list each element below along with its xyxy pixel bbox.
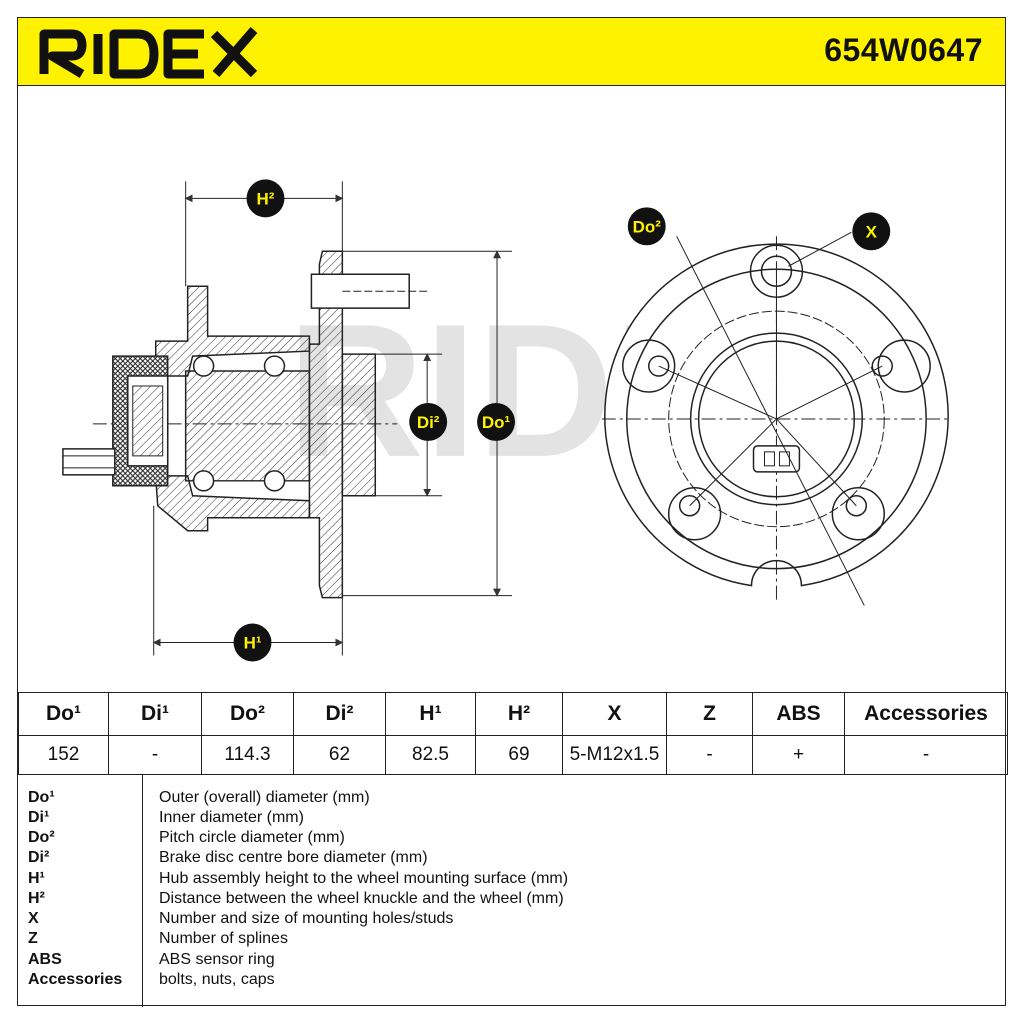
legend-key: ABS <box>28 951 62 968</box>
legend-desc: Number and size of mounting holes/studs <box>159 910 454 927</box>
table-cell: 69 <box>475 735 563 775</box>
spec-table: Do¹ Di¹ Do² Di² H¹ H² X Z ABS Accessorie… <box>18 692 1008 775</box>
svg-text:Do²: Do² <box>633 217 662 236</box>
table-cell: + <box>752 735 845 775</box>
legend-key: Do¹ <box>28 789 55 806</box>
svg-text:Di²: Di² <box>417 413 440 432</box>
legend-row: ABS ABS sensor ring <box>18 951 1005 971</box>
legend-key: Di² <box>28 849 50 866</box>
table-cell: 152 <box>18 735 109 775</box>
col-header: Do² <box>201 692 294 736</box>
legend-row: H¹ Hub assembly height to the wheel moun… <box>18 870 1005 890</box>
callout-di2: Di² <box>409 402 448 441</box>
col-header: Z <box>666 692 753 736</box>
part-number: 654W0647 <box>824 32 983 68</box>
svg-text:H¹: H¹ <box>244 633 262 652</box>
col-header: X <box>562 692 667 736</box>
col-header: ABS <box>752 692 845 736</box>
table-cell: - <box>666 735 753 775</box>
svg-text:Do¹: Do¹ <box>482 413 511 432</box>
legend-desc: Number of splines <box>159 930 288 947</box>
product-sheet: 654W0647 RIDEX <box>17 17 1008 1007</box>
table-cell: 82.5 <box>385 735 476 775</box>
legend-key: Do² <box>28 829 55 846</box>
ridex-logo <box>39 27 258 79</box>
callout-do1: Do¹ <box>477 402 515 441</box>
technical-drawing: RIDEX <box>62 179 952 662</box>
legend-row: Di² Brake disc centre bore diameter (mm) <box>18 849 1005 869</box>
legend-key: H¹ <box>28 870 45 887</box>
col-header: H¹ <box>385 692 476 736</box>
legend-divider <box>142 775 143 1007</box>
col-header: Di¹ <box>108 692 202 736</box>
legend-row: Accessories bolts, nuts, caps <box>18 971 1005 991</box>
svg-text:H²: H² <box>257 189 275 208</box>
header-bar: 654W0647 <box>18 18 1005 86</box>
hub-section-view <box>62 181 512 656</box>
legend-row: X Number and size of mounting holes/stud… <box>18 910 1005 930</box>
legend-desc: Distance between the wheel knuckle and t… <box>159 890 564 907</box>
table-cell: 62 <box>293 735 386 775</box>
hub-front-view <box>601 231 952 606</box>
legend-row: Z Number of splines <box>18 930 1005 950</box>
col-header: Do¹ <box>18 692 109 736</box>
legend-row: Do² Pitch circle diameter (mm) <box>18 829 1005 849</box>
table-cell: - <box>844 735 1008 775</box>
legend-key: Z <box>28 930 38 947</box>
col-header: Di² <box>293 692 386 736</box>
legend-key: Accessories <box>28 971 123 988</box>
legend-desc: Brake disc centre bore diameter (mm) <box>159 849 428 866</box>
table-cell: 5-M12x1.5 <box>562 735 667 775</box>
legend-desc: Outer (overall) diameter (mm) <box>159 789 370 806</box>
col-header: H² <box>475 692 563 736</box>
legend-row: Do¹ Outer (overall) diameter (mm) <box>18 789 1005 809</box>
col-header: Accessories <box>844 692 1008 736</box>
callout-h2: H² <box>246 179 285 218</box>
svg-text:X: X <box>866 222 878 241</box>
legend-desc: Inner diameter (mm) <box>159 809 304 826</box>
legend-key: X <box>28 910 39 927</box>
legend-row: Di¹ Inner diameter (mm) <box>18 809 1005 829</box>
legend-desc: ABS sensor ring <box>159 951 275 968</box>
callout-x: X <box>852 212 891 251</box>
callout-h1: H¹ <box>233 623 272 662</box>
spec-table-value-row: 152 - 114.3 62 82.5 69 5-M12x1.5 - + - <box>18 735 1008 775</box>
legend-desc: Hub assembly height to the wheel mountin… <box>159 870 569 887</box>
legend-key: Di¹ <box>28 809 50 826</box>
legend-key: H² <box>28 890 45 907</box>
legend: Do¹ Outer (overall) diameter (mm) Di¹ In… <box>18 774 1005 1007</box>
legend-row: H² Distance between the wheel knuckle an… <box>18 890 1005 910</box>
callout-do2: Do² <box>627 207 666 246</box>
spec-table-header-row: Do¹ Di¹ Do² Di² H¹ H² X Z ABS Accessorie… <box>18 692 1008 736</box>
legend-desc: Pitch circle diameter (mm) <box>159 829 345 846</box>
table-cell: 114.3 <box>201 735 294 775</box>
legend-desc: bolts, nuts, caps <box>159 971 275 988</box>
table-cell: - <box>108 735 202 775</box>
